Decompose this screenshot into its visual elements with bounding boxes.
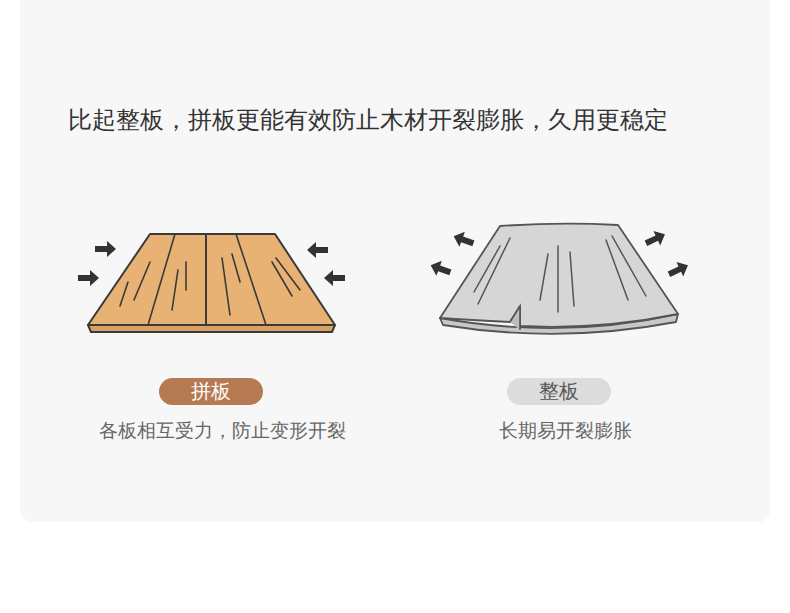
description: 各板相互受力，防止变形开裂 bbox=[99, 418, 346, 444]
label-pill: 整板 bbox=[507, 378, 611, 405]
whole-board bbox=[428, 224, 691, 334]
spliced-board bbox=[78, 234, 345, 332]
pill-text: 整板 bbox=[539, 378, 579, 405]
label-pill: 拼板 bbox=[159, 378, 263, 405]
description: 长期易开裂膨胀 bbox=[499, 418, 632, 444]
heading: 比起整板，拼板更能有效防止木材开裂膨胀，久用更稳定 bbox=[68, 104, 668, 136]
pill-text: 拼板 bbox=[191, 378, 231, 405]
